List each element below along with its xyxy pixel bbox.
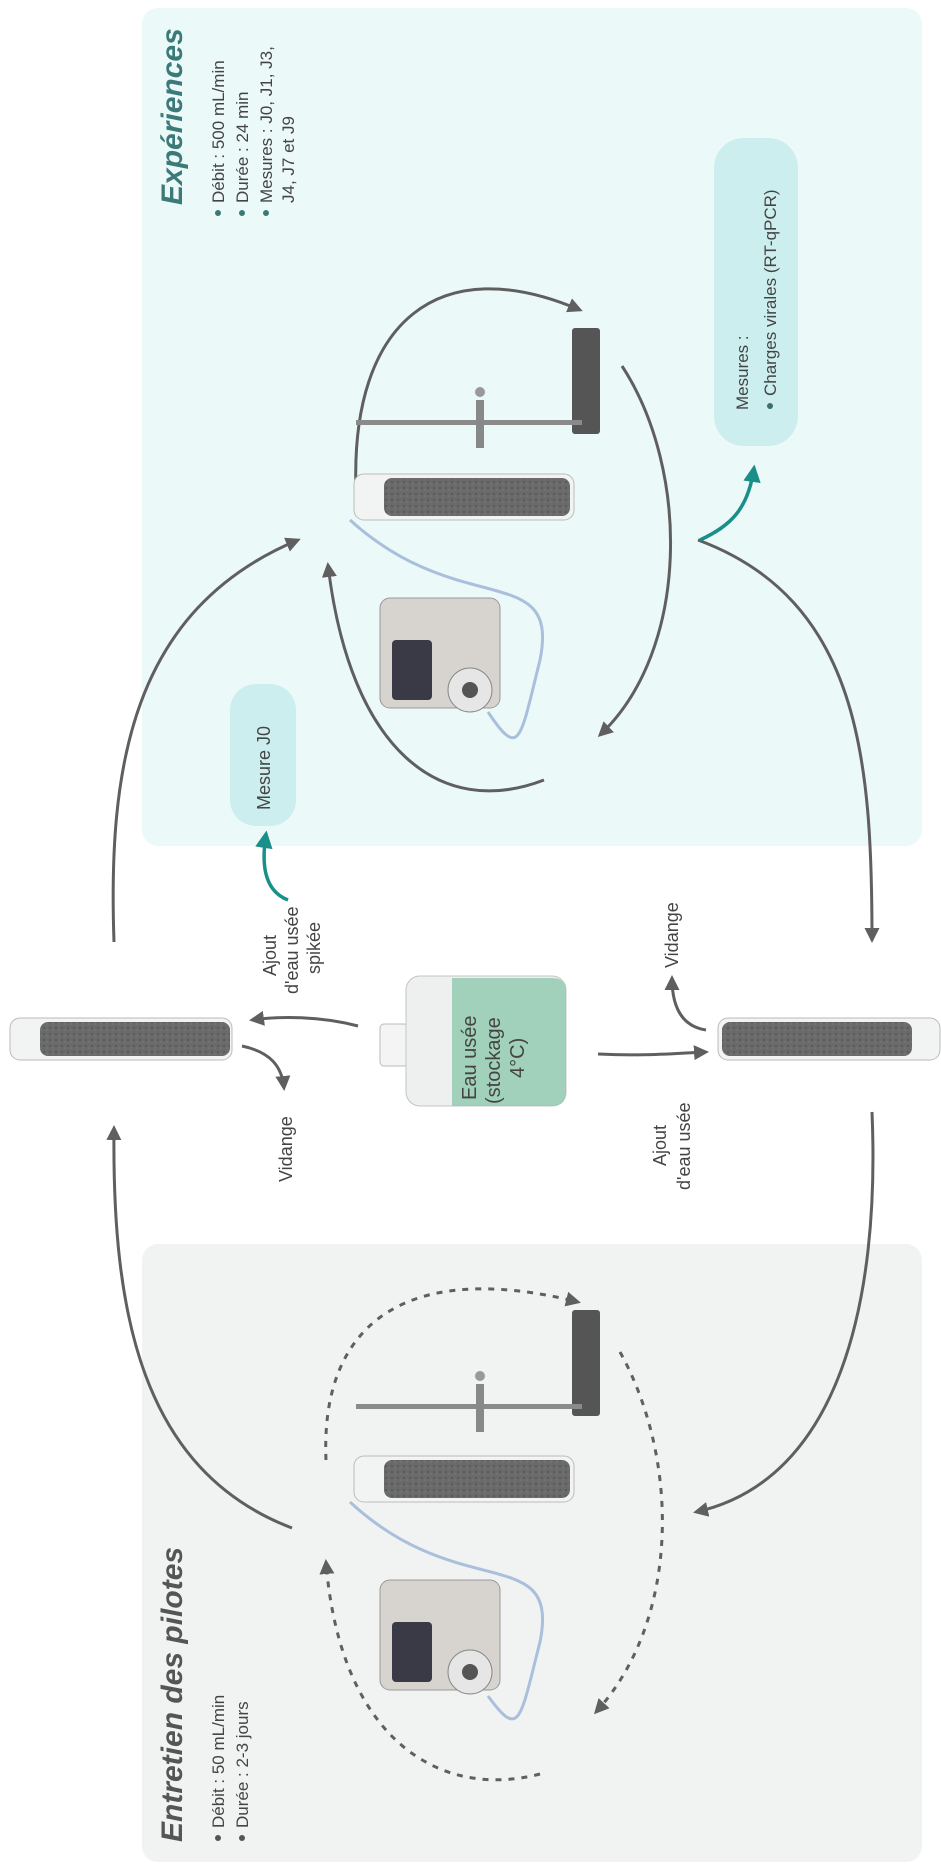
maintenance-header: Entretien des pilotes Débit : 50 mL/min … bbox=[156, 1547, 252, 1842]
left-column bbox=[9, 1017, 233, 1061]
arrow-tank-to-right bbox=[597, 1045, 709, 1061]
arrow-right-drain bbox=[664, 975, 707, 1032]
j0-box bbox=[230, 684, 296, 826]
right-drain-label: Vidange bbox=[662, 902, 682, 968]
left-drain-label: Vidange bbox=[276, 1116, 296, 1182]
wastewater-tank: Eau usée (stockage 4°C) bbox=[379, 975, 567, 1107]
right-add-label: Ajout d'eau usée bbox=[650, 1102, 694, 1190]
arrow-tank-to-left bbox=[249, 1010, 359, 1028]
experiment-pump bbox=[379, 597, 501, 713]
experiences-title: Expériences bbox=[156, 28, 189, 205]
experiences-bullet-3: Mesures : J0, J1, J3, bbox=[257, 46, 276, 203]
stand-base-2 bbox=[572, 1310, 600, 1416]
experiences-header: Expériences Débit : 500 mL/min Durée : 2… bbox=[156, 28, 298, 216]
maintenance-title: Entretien des pilotes bbox=[156, 1547, 189, 1842]
measures-box bbox=[714, 138, 798, 446]
teal-arrow-j0 bbox=[255, 830, 289, 902]
left-add-line-3: spikée bbox=[304, 922, 324, 974]
maintenance-panel bbox=[142, 1244, 922, 1862]
maintenance-bullet-2: Durée : 2-3 jours bbox=[233, 1701, 252, 1828]
tank-label-2: (stockage bbox=[483, 1017, 505, 1104]
stand-base bbox=[572, 328, 600, 434]
j0-box-label: Mesure J0 bbox=[254, 726, 274, 810]
arrow-exp-to-right bbox=[697, 538, 880, 943]
experiment-rig bbox=[321, 287, 673, 793]
arrow-left-drain bbox=[241, 1044, 291, 1091]
measures-box-bullet: Charges virales (RT-qPCR) bbox=[761, 189, 780, 396]
experiences-bullet-2: Durée : 24 min bbox=[233, 92, 252, 204]
right-column bbox=[717, 1017, 941, 1061]
left-add-line-2: d'eau usée bbox=[282, 906, 302, 994]
arrow-right-to-maint bbox=[693, 1111, 875, 1517]
tank-label-1: Eau usée bbox=[459, 1015, 481, 1100]
maintenance-bullet-1: Débit : 50 mL/min bbox=[209, 1695, 228, 1828]
left-add-label: Ajout d'eau usée spikée bbox=[260, 906, 324, 994]
experiences-bullet-3-cont: J4, J7 et J9 bbox=[279, 116, 298, 203]
arrow-left-to-exp bbox=[111, 537, 301, 943]
teal-arrow-measures bbox=[699, 464, 761, 542]
measures-box-title: Mesures : bbox=[733, 335, 752, 410]
right-add-line-1: Ajout bbox=[650, 1125, 670, 1166]
left-add-line-1: Ajout bbox=[260, 935, 280, 976]
maintenance-rig bbox=[319, 1287, 664, 1782]
arrow-maint-to-left bbox=[106, 1125, 293, 1530]
experiences-bullet-1: Débit : 500 mL/min bbox=[209, 60, 228, 203]
right-add-line-2: d'eau usée bbox=[674, 1102, 694, 1190]
tank-label-3: 4°C) bbox=[507, 1038, 529, 1078]
maintenance-pump bbox=[379, 1579, 501, 1695]
